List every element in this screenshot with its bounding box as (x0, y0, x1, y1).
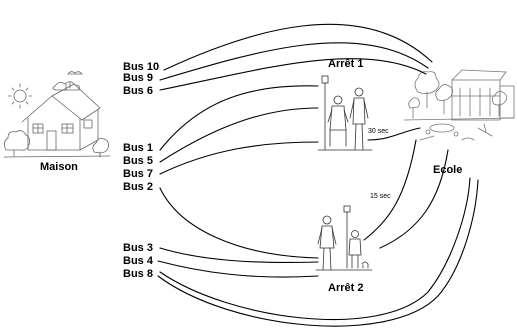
bus3-label: Bus 3 (123, 242, 153, 254)
stop2-label: Arrêt 2 (328, 282, 363, 294)
bus1-label: Bus 1 (123, 142, 153, 154)
route-bus5 (160, 108, 318, 162)
bus4-label: Bus 4 (123, 255, 153, 267)
route-bus1 (160, 86, 318, 150)
bus9-label: Bus 9 (123, 72, 153, 84)
route-stop2-school (364, 140, 416, 240)
stop2-duration-label: 15 sec (370, 193, 391, 201)
route-bus2 (160, 188, 318, 258)
school-icon (404, 70, 514, 140)
bus7-label: Bus 7 (123, 168, 153, 180)
route-bus8-b (158, 180, 478, 326)
stop1-duration-label: 30 sec (368, 128, 389, 136)
bus8-label: Bus 8 (123, 268, 153, 280)
stop1-label: Arrêt 1 (328, 58, 363, 70)
bus5-label: Bus 5 (123, 155, 153, 167)
house-icon (4, 72, 110, 157)
route-bus6 (160, 59, 426, 90)
route-bus4 (158, 261, 318, 277)
stop2-people-icon (316, 206, 372, 270)
bus6-label: Bus 6 (123, 85, 153, 97)
route-bus8-a (160, 178, 470, 320)
school-label: Ecole (433, 164, 462, 176)
route-bus3 (160, 248, 318, 262)
home-label: Maison (40, 161, 78, 173)
stop1-people-icon (318, 76, 372, 150)
route-bus7 (160, 142, 318, 174)
bus2-label: Bus 2 (123, 181, 153, 193)
